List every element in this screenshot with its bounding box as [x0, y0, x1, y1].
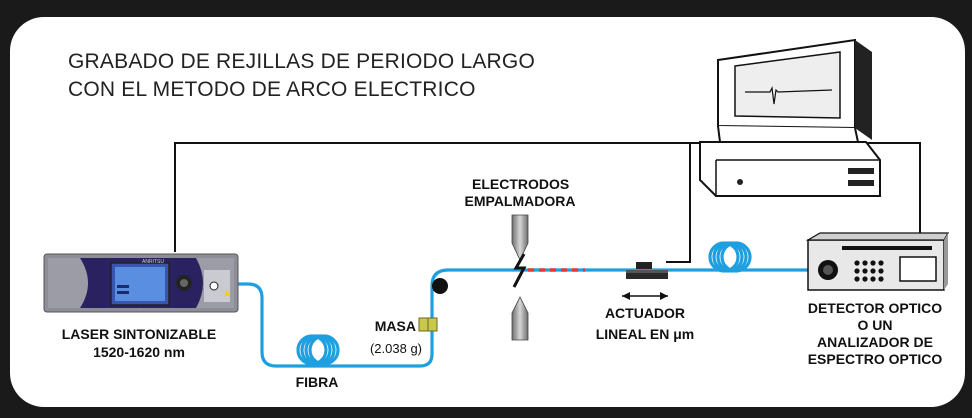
mass-value: (2.038 g) — [369, 341, 423, 356]
upper-electrode — [511, 214, 529, 261]
actuator-label: ACTUADOR — [604, 305, 686, 321]
actuator-unit-label: LINEAL EN μm — [595, 326, 695, 342]
wire-computer-to-detector — [848, 142, 921, 240]
electrodes-label: ELECTRODOS — [472, 176, 570, 192]
laser-range-label: 1520-1620 nm — [93, 344, 185, 360]
optical-fiber — [216, 241, 810, 368]
spectrum-trace — [745, 85, 833, 105]
mass-label: MASA — [374, 318, 416, 334]
tunable-laser: ANRITSU — [43, 253, 239, 313]
title-line-2: CON EL METODO DE ARCO ELECTRICO — [68, 78, 476, 101]
optical-detector — [805, 232, 950, 291]
detector-label-2: O UN — [857, 317, 893, 333]
fiber-label: FIBRA — [295, 374, 339, 390]
splicer-label: EMPALMADORA — [464, 193, 576, 209]
laser-brand-mark: ANRITSU — [142, 259, 164, 265]
title-line-1: GRABADO DE REJILLAS DE PERIODO LARGO — [68, 50, 535, 73]
detector-label-3: ANALIZADOR DE — [817, 334, 933, 350]
laser-label: LASER SINTONIZABLE — [61, 326, 217, 342]
detector-label-4: ESPECTRO OPTICO — [807, 351, 943, 367]
arc-lightning — [512, 253, 527, 288]
computer — [699, 38, 881, 197]
mass-block — [418, 317, 438, 332]
electrodes — [511, 214, 529, 341]
detector-label-1: DETECTOR OPTICO — [807, 300, 943, 316]
pulley-dot — [432, 278, 448, 294]
wire-laser-to-actuator — [174, 142, 691, 263]
lower-electrode — [511, 296, 529, 341]
linear-actuator — [622, 262, 668, 300]
